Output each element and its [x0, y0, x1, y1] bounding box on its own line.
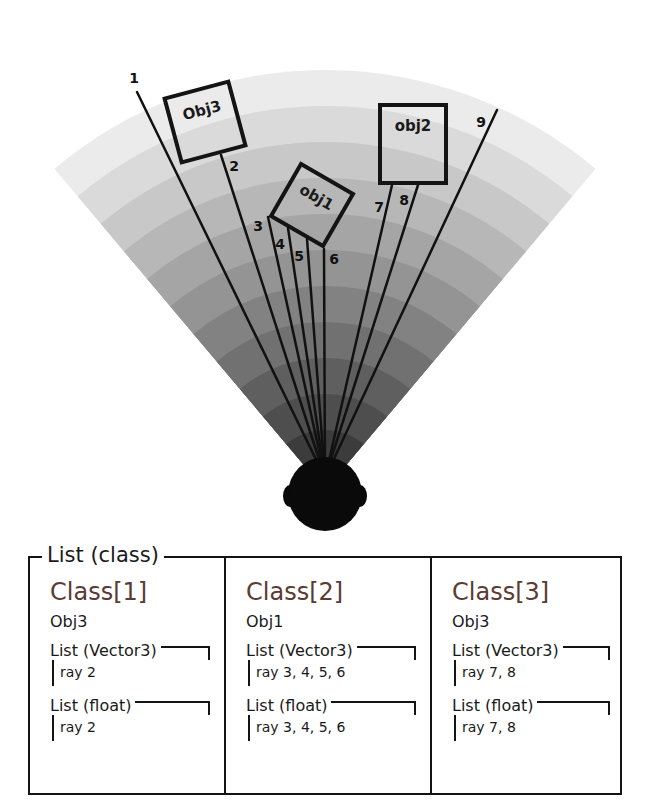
field-list: List (float)ray 3, 4, 5, 6 — [246, 696, 416, 741]
object-box: obj2 — [378, 103, 448, 185]
class-name: Class[1] — [50, 578, 210, 606]
list-frame: List (class)Class[1]Obj3List (Vector3)ra… — [28, 556, 622, 795]
class-name: Class[3] — [452, 578, 610, 606]
callout-number: 2 — [229, 158, 239, 174]
object-name: obj1 — [296, 180, 337, 214]
field-list: List (float)ray 2 — [50, 696, 210, 741]
field-list: List (Vector3)ray 7, 8 — [452, 641, 610, 686]
callout-number: 6 — [329, 251, 339, 267]
view-ray — [325, 185, 392, 478]
view-ray — [325, 185, 418, 478]
view-ray — [288, 228, 325, 478]
callout-number: 9 — [476, 114, 486, 130]
field-type: List (Vector3) — [452, 641, 610, 660]
field-items: ray 3, 4, 5, 6 — [248, 715, 416, 741]
object-ref: Obj3 — [50, 612, 210, 631]
head — [288, 457, 362, 531]
object-name: Obj3 — [181, 97, 223, 125]
field-items: ray 2 — [52, 715, 210, 741]
field-type: List (Vector3) — [246, 641, 416, 660]
view-ray — [137, 92, 325, 478]
object-name: obj2 — [395, 117, 432, 135]
callout-number: 1 — [129, 70, 139, 86]
object-box: obj1 — [268, 161, 355, 248]
object-box: Obj3 — [162, 79, 248, 165]
field-items: ray 2 — [52, 660, 210, 686]
field-type: List (float) — [50, 696, 210, 715]
field-items: ray 3, 4, 5, 6 — [248, 660, 416, 686]
class-column: Class[2]Obj1List (Vector3)ray 3, 4, 5, 6… — [224, 558, 430, 793]
field-type: List (float) — [246, 696, 416, 715]
head-icon — [283, 457, 367, 531]
fan-band — [147, 214, 503, 490]
frame-heading: List (class) — [42, 543, 164, 567]
callout-number: 3 — [253, 218, 263, 234]
fan-band — [78, 106, 573, 490]
callout-number: 8 — [399, 192, 409, 208]
view-ray — [307, 239, 325, 478]
field-type: List (Vector3) — [50, 641, 210, 660]
field-list: List (Vector3)ray 2 — [50, 641, 210, 686]
callout-number: 5 — [294, 248, 304, 264]
fan-band — [101, 142, 549, 490]
field-list: List (float)ray 7, 8 — [452, 696, 610, 741]
field-items: ray 7, 8 — [454, 715, 610, 741]
object-ref: Obj3 — [452, 612, 610, 631]
view-ray — [325, 110, 497, 478]
field-items: ray 7, 8 — [454, 660, 610, 686]
view-ray — [268, 217, 325, 478]
view-ray — [324, 249, 325, 478]
callout-number: 4 — [275, 236, 285, 252]
fan-band — [54, 70, 595, 490]
callout-number: 7 — [374, 199, 384, 215]
field-type: List (float) — [452, 696, 610, 715]
class-column: Class[3]Obj3List (Vector3)ray 7, 8List (… — [430, 558, 624, 793]
fan-band — [124, 178, 526, 490]
object-ref: Obj1 — [246, 612, 416, 631]
field-list: List (Vector3)ray 3, 4, 5, 6 — [246, 641, 416, 686]
class-name: Class[2] — [246, 578, 416, 606]
class-column: Class[1]Obj3List (Vector3)ray 2List (flo… — [30, 558, 224, 793]
